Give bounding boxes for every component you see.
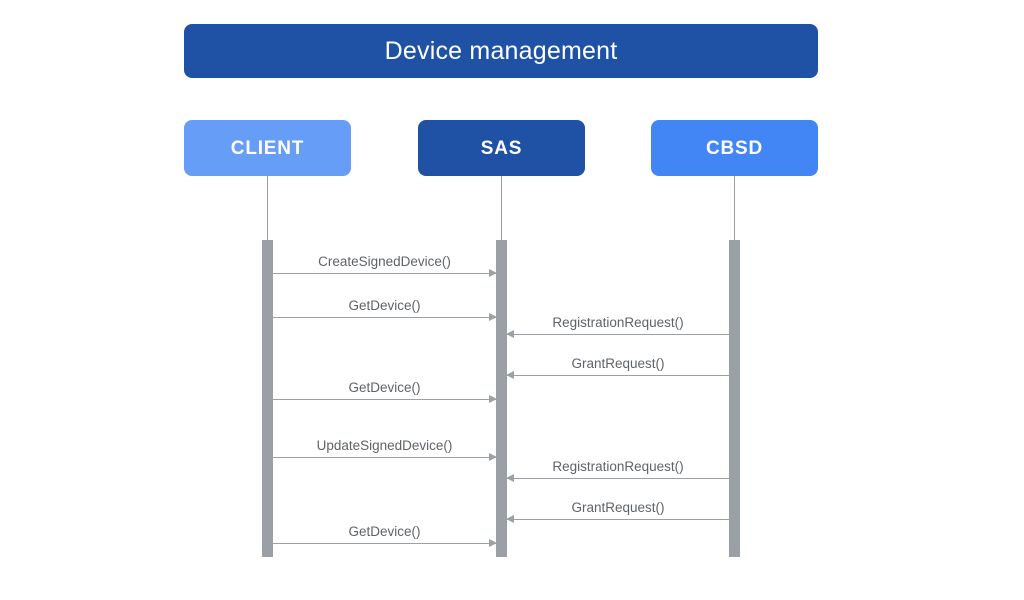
message-label: CreateSignedDevice()	[318, 253, 451, 269]
message-label: GrantRequest()	[571, 355, 665, 371]
arrow-head-left-icon	[506, 515, 514, 523]
message-create-signed-device[interactable]: CreateSignedDevice()	[273, 254, 497, 277]
arrow-head-left-icon	[506, 371, 514, 379]
lifeline-cbsd	[734, 176, 735, 240]
lifeline-sas	[501, 176, 502, 240]
message-line	[507, 478, 729, 479]
message-label: GetDevice()	[348, 379, 421, 395]
arrow-head-left-icon	[506, 330, 514, 338]
actor-label-client: CLIENT	[230, 137, 305, 159]
message-line	[273, 317, 496, 318]
arrow-head-right-icon	[489, 313, 497, 321]
actor-label-cbsd: CBSD	[705, 137, 764, 159]
message-label: UpdateSignedDevice()	[316, 437, 453, 453]
message-line	[507, 519, 729, 520]
message-get-device-3[interactable]: GetDevice()	[273, 524, 497, 547]
lifeline-client	[267, 176, 268, 240]
message-update-signed-device[interactable]: UpdateSignedDevice()	[273, 438, 497, 461]
actor-box-client[interactable]: CLIENT	[184, 120, 351, 176]
message-registration-request-2[interactable]: RegistrationRequest()	[506, 459, 729, 482]
arrow-head-left-icon	[506, 474, 514, 482]
diagram-title-bar: Device management	[184, 24, 818, 78]
activation-bar-cbsd	[729, 240, 740, 557]
message-grant-request-2[interactable]: GrantRequest()	[506, 500, 729, 523]
actor-box-cbsd[interactable]: CBSD	[651, 120, 818, 176]
message-label: GetDevice()	[348, 523, 421, 539]
actor-label-sas: SAS	[480, 137, 523, 159]
message-label: GrantRequest()	[571, 499, 665, 515]
message-get-device-2[interactable]: GetDevice()	[273, 380, 497, 403]
message-label: GetDevice()	[348, 297, 421, 313]
message-line	[273, 273, 496, 274]
message-line	[507, 375, 729, 376]
arrow-head-right-icon	[489, 539, 497, 547]
message-label: RegistrationRequest()	[552, 314, 684, 330]
message-registration-request-1[interactable]: RegistrationRequest()	[506, 315, 729, 338]
message-line	[273, 457, 496, 458]
actor-box-sas[interactable]: SAS	[418, 120, 585, 176]
activation-bar-client	[262, 240, 273, 557]
message-get-device-1[interactable]: GetDevice()	[273, 298, 497, 321]
arrow-head-right-icon	[489, 269, 497, 277]
arrow-head-right-icon	[489, 395, 497, 403]
message-grant-request-1[interactable]: GrantRequest()	[506, 356, 729, 379]
arrow-head-right-icon	[489, 453, 497, 461]
message-label: RegistrationRequest()	[552, 458, 684, 474]
page-title: Device management	[384, 36, 618, 65]
message-line	[273, 399, 496, 400]
message-line	[507, 334, 729, 335]
activation-bar-sas	[496, 240, 507, 557]
message-line	[273, 543, 496, 544]
